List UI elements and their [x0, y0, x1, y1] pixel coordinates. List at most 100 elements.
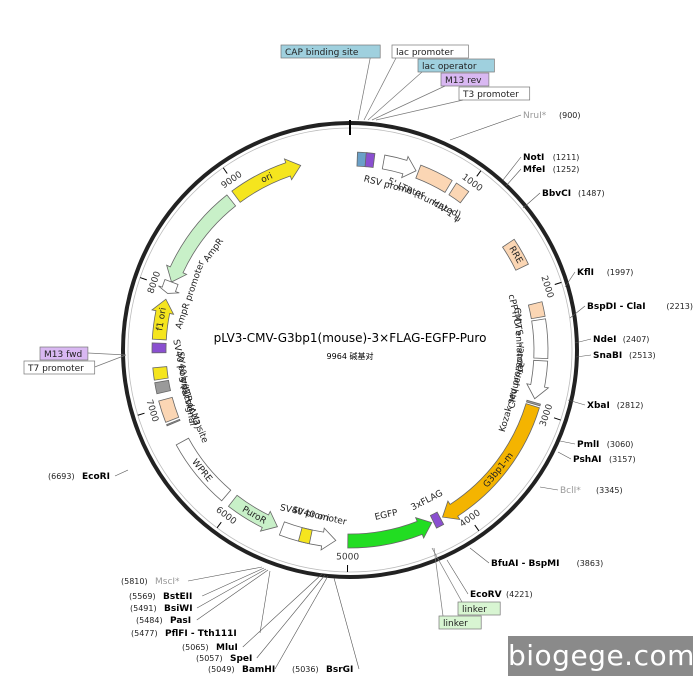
site-leader-right — [569, 305, 586, 319]
site-leader-left — [333, 577, 360, 670]
scale-tick — [476, 170, 482, 177]
site-leader-left — [242, 573, 323, 648]
left-feature-leader — [87, 352, 127, 356]
site-position-pasi: (5484) — [136, 616, 163, 625]
bottom-feature-0-box — [457, 601, 501, 616]
site-bspdi-clai: BspDI - ClaI — [587, 302, 646, 312]
feature-f1-ori — [151, 298, 175, 341]
site-leader-right — [469, 547, 490, 564]
feature-sv40-ori-2 — [297, 527, 313, 545]
bottom-feature-1-box — [438, 615, 482, 630]
site-position-xbai: (2812) — [617, 401, 644, 410]
site-bamhi: BamHI — [242, 665, 275, 675]
site-noti: NotI — [523, 153, 544, 163]
top-feature-0-label: CAP binding site — [285, 48, 359, 58]
site-leader-left — [196, 569, 269, 621]
site-leader-right — [574, 338, 592, 344]
site-position-nrui: (900) — [559, 111, 581, 120]
feature-label-g3bp1-m: G3bp1-m — [482, 451, 516, 490]
site-mlui: MluI — [216, 643, 238, 653]
feature-label-sv40-ori: SV40 ori — [174, 351, 189, 390]
left-feature-leader — [94, 354, 127, 368]
site-leader-left — [196, 568, 267, 609]
site-leader-right — [564, 271, 576, 288]
site-position-spei: (5057) — [196, 654, 223, 663]
site-leader-left — [202, 567, 265, 597]
bottom-feature-0-label: linker — [462, 605, 487, 615]
site-position-bsrgi: (5036) — [292, 665, 319, 674]
watermark: biogege.com — [508, 636, 694, 676]
site-bsrgi: BsrGI — [326, 665, 353, 675]
site-position-snabi: (2513) — [629, 351, 656, 360]
scale-tick — [474, 524, 480, 532]
site-position-pmli: (3060) — [607, 440, 634, 449]
plasmid-length: 9964 碱基对 — [327, 351, 374, 361]
site-leader-right — [539, 486, 559, 491]
site-leader-right — [567, 399, 586, 406]
feature-cppt-cts — [527, 301, 546, 320]
top-feature-1-label: lac promoter — [396, 48, 454, 58]
feature-rre — [501, 238, 529, 271]
site-position-kfli: (1997) — [607, 268, 634, 277]
backbone-ring — [121, 121, 579, 579]
top-feature-2-box — [417, 58, 495, 73]
site-pasi: PasI — [170, 616, 191, 626]
site-position-msci: (5810) — [121, 577, 148, 586]
site-bbvci: BbvCI — [542, 189, 571, 199]
feature-sv40-polya — [154, 379, 172, 395]
backbone-inner-ring — [127, 127, 573, 573]
feature-wpre — [175, 437, 232, 502]
site-mfei: MfeI — [523, 165, 545, 175]
site-leader-left — [114, 469, 129, 477]
feature-label-egfp: EGFP — [374, 508, 399, 523]
bottom-feature-leader — [433, 547, 444, 617]
top-feature-2-label: lac operator — [422, 62, 477, 72]
site-position-bamhi: (5049) — [208, 665, 235, 674]
site-leader-right — [522, 192, 541, 209]
site-leader-right — [505, 168, 522, 187]
feature-label-cmv-enhancer: CMV enhancer — [511, 307, 525, 373]
feature-cmv-promoter — [526, 359, 550, 400]
site-position-ndei: (2407) — [623, 335, 650, 344]
top-feature-leader — [367, 71, 423, 121]
feature-label-factor-xa-site: Factor Xa site — [177, 384, 210, 445]
feature-sv40-ori — [152, 366, 169, 381]
bottom-feature-leader — [431, 547, 463, 603]
feature-ori — [231, 158, 302, 203]
site-position-bbvci: (1487) — [578, 189, 605, 198]
site-leader-left — [259, 570, 271, 634]
site-bsiwi: BsiWI — [164, 604, 193, 614]
feature-cap-site — [364, 152, 376, 168]
site-ndei: NdeI — [593, 335, 616, 345]
feature-rsv-promoter — [381, 154, 417, 179]
scale-label: 3000 — [539, 403, 556, 428]
site-leader-right — [559, 440, 576, 445]
feature-m13-fwd-site — [151, 342, 167, 354]
site-position-pflfi-tth111i: (5477) — [131, 629, 158, 638]
top-feature-0-box — [280, 44, 381, 59]
site-position-mfei: (1252) — [553, 165, 580, 174]
site-position-bsiwi: (5491) — [130, 604, 157, 613]
site-leader-left — [274, 575, 329, 670]
site-position-bcli: (3345) — [596, 486, 623, 495]
scale-label: 8000 — [146, 270, 163, 295]
feature-label-ampr: AmpR — [202, 237, 226, 265]
site-leader-right — [557, 451, 572, 460]
feature-ampr — [166, 194, 237, 283]
site-ecori: EcoRI — [82, 472, 110, 482]
feature-ampr-promoter — [158, 279, 180, 294]
site-bsteii: BstEII — [163, 592, 192, 602]
top-feature-leader — [363, 57, 397, 121]
feature-label-3xflag: 3xFLAG — [410, 489, 445, 514]
scale-tick — [222, 167, 228, 174]
site-kfli: KflI — [577, 268, 594, 278]
feature-egfp — [347, 516, 433, 549]
site-position-ecorv: (4221) — [506, 590, 533, 599]
site-position-mlui: (5065) — [182, 643, 209, 652]
site-position-bfuai-bspmi: (3863) — [577, 559, 604, 568]
site-bcli: BclI* — [560, 486, 581, 496]
site-position-ecori: (6693) — [48, 472, 75, 481]
feature-label-f1-ori: f1 ori — [155, 307, 169, 332]
scale-tick — [137, 412, 145, 416]
